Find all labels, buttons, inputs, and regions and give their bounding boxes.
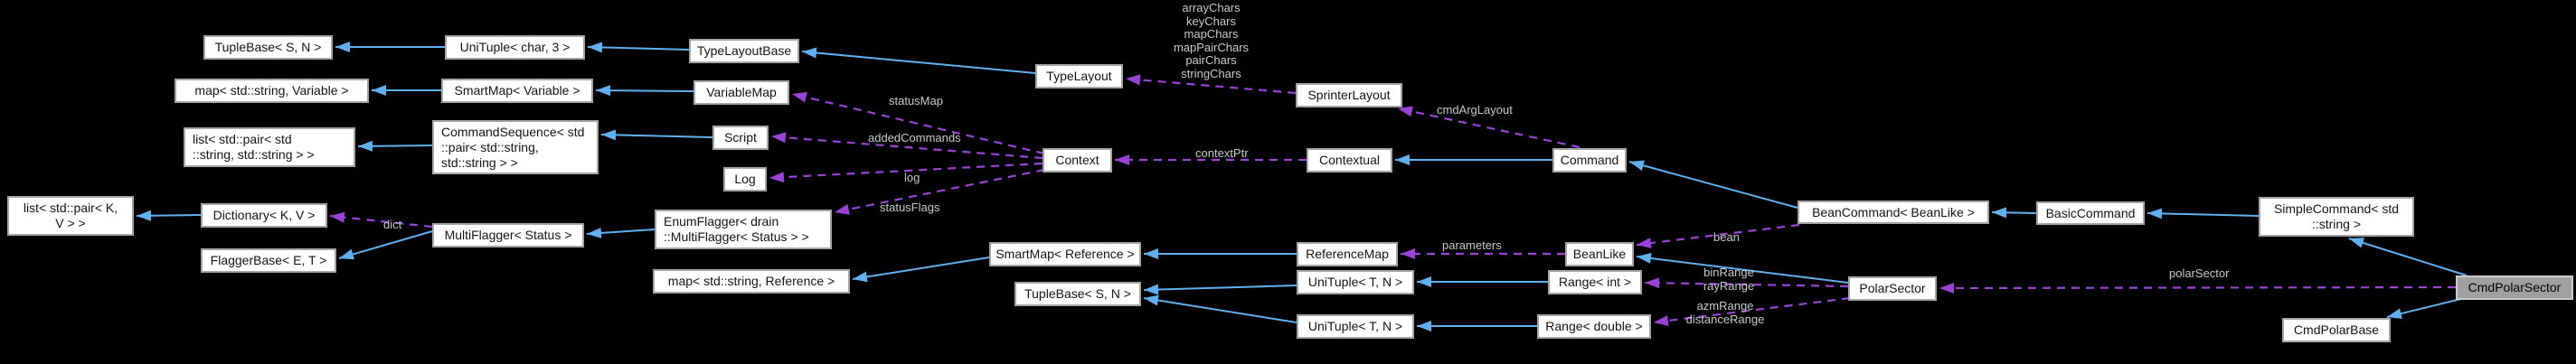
- node-beancommand[interactable]: BeanCommand< BeanLike >: [1798, 201, 1989, 224]
- edge-label-cmdarglayout: cmdArgLayout: [1437, 103, 1513, 117]
- node-polarsector[interactable]: PolarSector: [1848, 276, 1937, 301]
- edge-script-to-commandsequence: [600, 129, 713, 141]
- node-command[interactable]: Command: [1552, 148, 1627, 173]
- node-sprinterlayout[interactable]: SprinterLayout: [1296, 83, 1402, 107]
- edge-label-dict: dict: [383, 218, 402, 231]
- edge-smartmapreference-to-mapreference: [852, 257, 990, 283]
- edge-label-parameters: parameters: [1442, 238, 1502, 252]
- node-variablemap[interactable]: VariableMap: [694, 80, 789, 105]
- node-flaggerbase[interactable]: FlaggerBase< E, T >: [201, 248, 336, 273]
- node-context[interactable]: Context: [1043, 148, 1112, 173]
- edge-dictionary-to-listpairkv: [136, 210, 202, 221]
- node-tuplebase-top[interactable]: TupleBase< S, N >: [203, 35, 333, 60]
- node-typelayout[interactable]: TypeLayout: [1035, 64, 1123, 89]
- edge-variablemap-to-smartmapvariable: [595, 85, 694, 97]
- edge-context-to-enumflagger-statusflags: [834, 168, 1045, 215]
- edge-label-chars-stack: arrayChars keyChars mapChars mapPairChar…: [1173, 1, 1250, 80]
- node-list-pair-string[interactable]: list< std::pair< std ::string, std::stri…: [184, 127, 355, 167]
- node-range-double[interactable]: Range< double >: [1537, 314, 1651, 339]
- node-cmdpolarbase[interactable]: CmdPolarBase: [2282, 318, 2391, 342]
- edge-polarsector-to-beanlike: [1636, 253, 1849, 284]
- node-list-pair-kv[interactable]: list< std::pair< K, V > >: [7, 196, 134, 236]
- edge-cmdpolarsector-to-cmdpolarbase: [2386, 296, 2469, 320]
- edge-label-statusmap: statusMap: [889, 94, 943, 107]
- edge-multiflagger-to-flaggerbase: [338, 230, 433, 260]
- node-basiccommand[interactable]: BasicCommand: [2036, 201, 2145, 225]
- node-commandsequence[interactable]: CommandSequence< std ::pair< std::string…: [432, 120, 599, 174]
- node-unituple-upper[interactable]: UniTuple< T, N >: [1297, 270, 1414, 294]
- edge-commandsequence-to-listpairstring: [357, 140, 433, 152]
- node-smartmap-variable[interactable]: SmartMap< Variable >: [441, 79, 593, 103]
- node-enumflagger[interactable]: EnumFlagger< drain ::MultiFlagger< Statu…: [655, 210, 832, 249]
- edge-label-bean: bean: [1713, 230, 1740, 244]
- edge-label-addedcommands: addedCommands: [868, 131, 961, 145]
- edge-label-azmrange-distancerange: azmRange distanceRange: [1685, 299, 1765, 326]
- node-multiflagger[interactable]: MultiFlagger< Status >: [432, 223, 584, 247]
- edge-polarsector-to-rangeint-binrange: [1644, 277, 1849, 289]
- edge-unitupleupper-to-tuplebasebottom: [1143, 284, 1297, 295]
- node-referencemap[interactable]: ReferenceMap: [1297, 242, 1398, 266]
- node-range-int[interactable]: Range< int >: [1548, 270, 1642, 294]
- edge-cmdpolarsector-to-simplecommand: [2348, 238, 2467, 276]
- node-simplecommand[interactable]: SimpleCommand< std ::string >: [2259, 197, 2414, 237]
- node-smartmap-reference[interactable]: SmartMap< Reference >: [989, 242, 1141, 266]
- node-typelayoutbase[interactable]: TypeLayoutBase: [689, 39, 799, 63]
- node-dictionary[interactable]: Dictionary< K, V >: [201, 203, 327, 228]
- edge-multiflagger-to-dictionary-dict: [329, 211, 433, 229]
- edge-typelayout-to-typelayoutbase: [801, 47, 1036, 74]
- node-tuplebase-bottom[interactable]: TupleBase< S, N >: [1014, 282, 1141, 306]
- edge-enumflagger-to-multiflagger: [586, 227, 656, 238]
- edge-label-log: log: [904, 171, 920, 184]
- edge-polarsector-to-rangedouble-azmrange: [1653, 296, 1851, 326]
- edge-label-contextptr: contextPtr: [1195, 146, 1249, 160]
- node-log[interactable]: Log: [723, 167, 767, 191]
- edge-sprinterlayout-to-typelayout-chars: [1125, 74, 1297, 95]
- edge-typelayoutbase-to-unituplechar: [587, 42, 690, 53]
- edge-context-to-log-log: [769, 162, 1043, 183]
- edge-unituplelower-to-tuplebasebottom: [1143, 294, 1297, 323]
- edge-command-to-sprinterlayout-cmdarglayout: [1397, 106, 1581, 149]
- edge-label-binrange-rayrange: binRange rayRange: [1703, 266, 1755, 293]
- node-map-variable[interactable]: map< std::string, Variable >: [175, 79, 369, 103]
- node-cmdpolarsector[interactable]: CmdPolarSector: [2456, 275, 2573, 300]
- edge-label-polarsector: polarSector: [2169, 266, 2230, 280]
- node-map-reference[interactable]: map< std::string, Reference >: [653, 269, 850, 294]
- edge-beancommand-to-command: [1628, 160, 1798, 209]
- node-contextual[interactable]: Contextual: [1307, 148, 1392, 173]
- edge-label-statusflags: statusFlags: [880, 201, 940, 214]
- edge-basiccommand-to-beancommand: [1991, 207, 2037, 219]
- node-unituple-char[interactable]: UniTuple< char, 3 >: [445, 35, 585, 60]
- edge-simplecommand-to-basiccommand: [2147, 208, 2260, 219]
- edge-context-to-script-addedcommands: [770, 132, 1043, 160]
- node-unituple-lower[interactable]: UniTuple< T, N >: [1297, 314, 1414, 339]
- node-script[interactable]: Script: [712, 126, 769, 150]
- edge-cmdpolarsector-to-polarsector-polarsector: [1939, 282, 2457, 294]
- edge-beancommand-to-beanlike-bean: [1636, 223, 1800, 249]
- node-beanlike[interactable]: BeanLike: [1565, 242, 1634, 266]
